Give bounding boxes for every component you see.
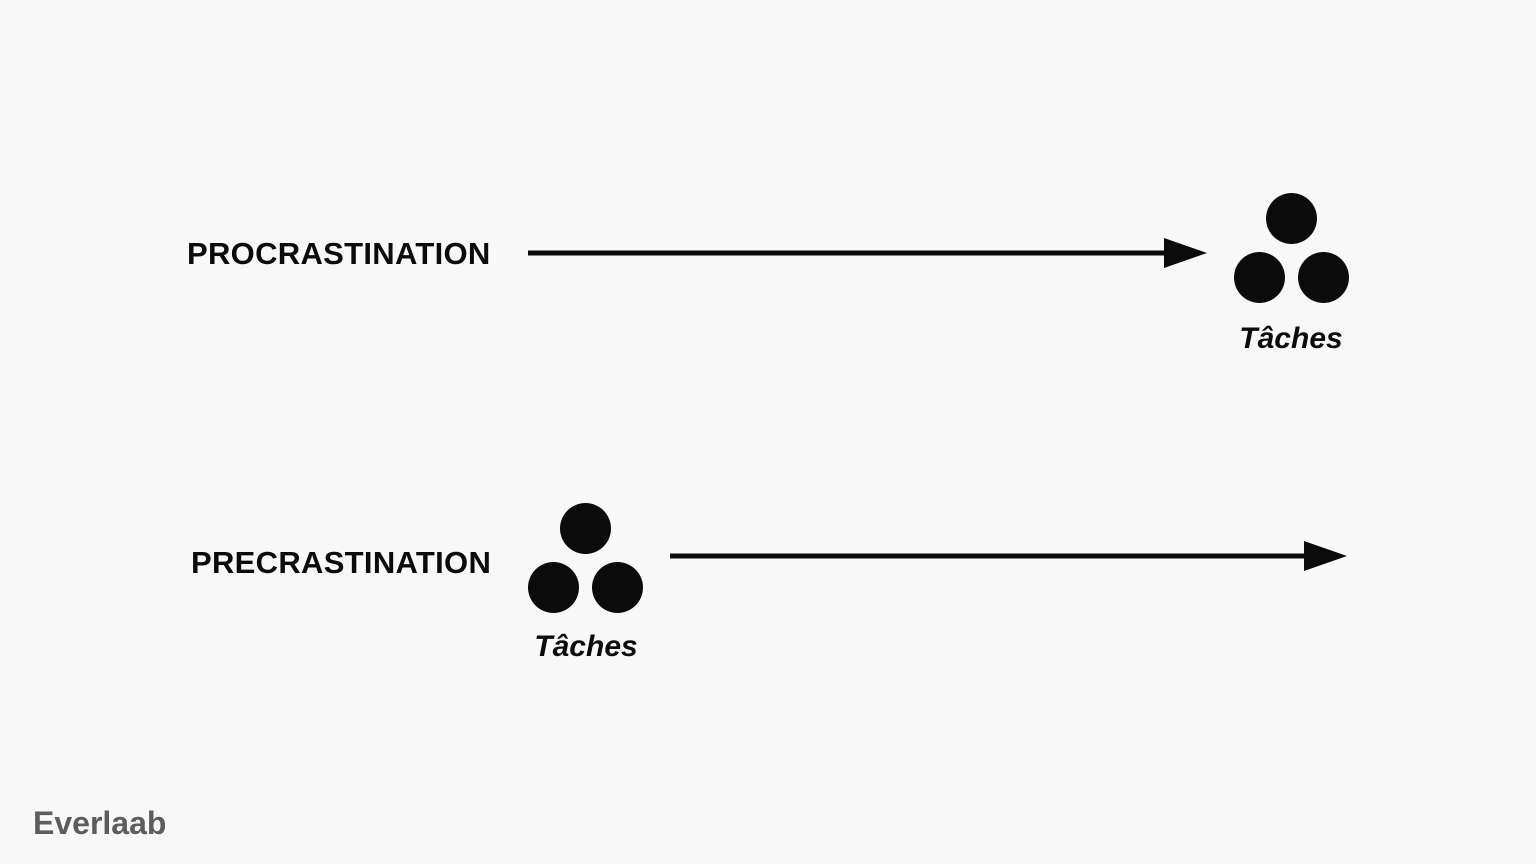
tasks-label: Tâches <box>1239 322 1343 355</box>
task-dot <box>1234 252 1285 303</box>
task-dots-cluster <box>528 503 643 613</box>
task-dot <box>1298 252 1349 303</box>
brand-logo-text: Everlaab <box>33 805 167 841</box>
task-dots-cluster <box>1234 193 1349 303</box>
task-dot <box>560 503 611 554</box>
task-dot <box>1266 193 1317 244</box>
arrow-right-icon <box>670 541 1347 571</box>
procrastination-label: PROCRASTINATION <box>187 236 491 271</box>
task-dot <box>528 562 579 613</box>
task-dot <box>592 562 643 613</box>
precrastination-label: PRECRASTINATION <box>191 545 492 580</box>
arrow-right-icon <box>528 238 1207 268</box>
tasks-label: Tâches <box>534 630 638 663</box>
